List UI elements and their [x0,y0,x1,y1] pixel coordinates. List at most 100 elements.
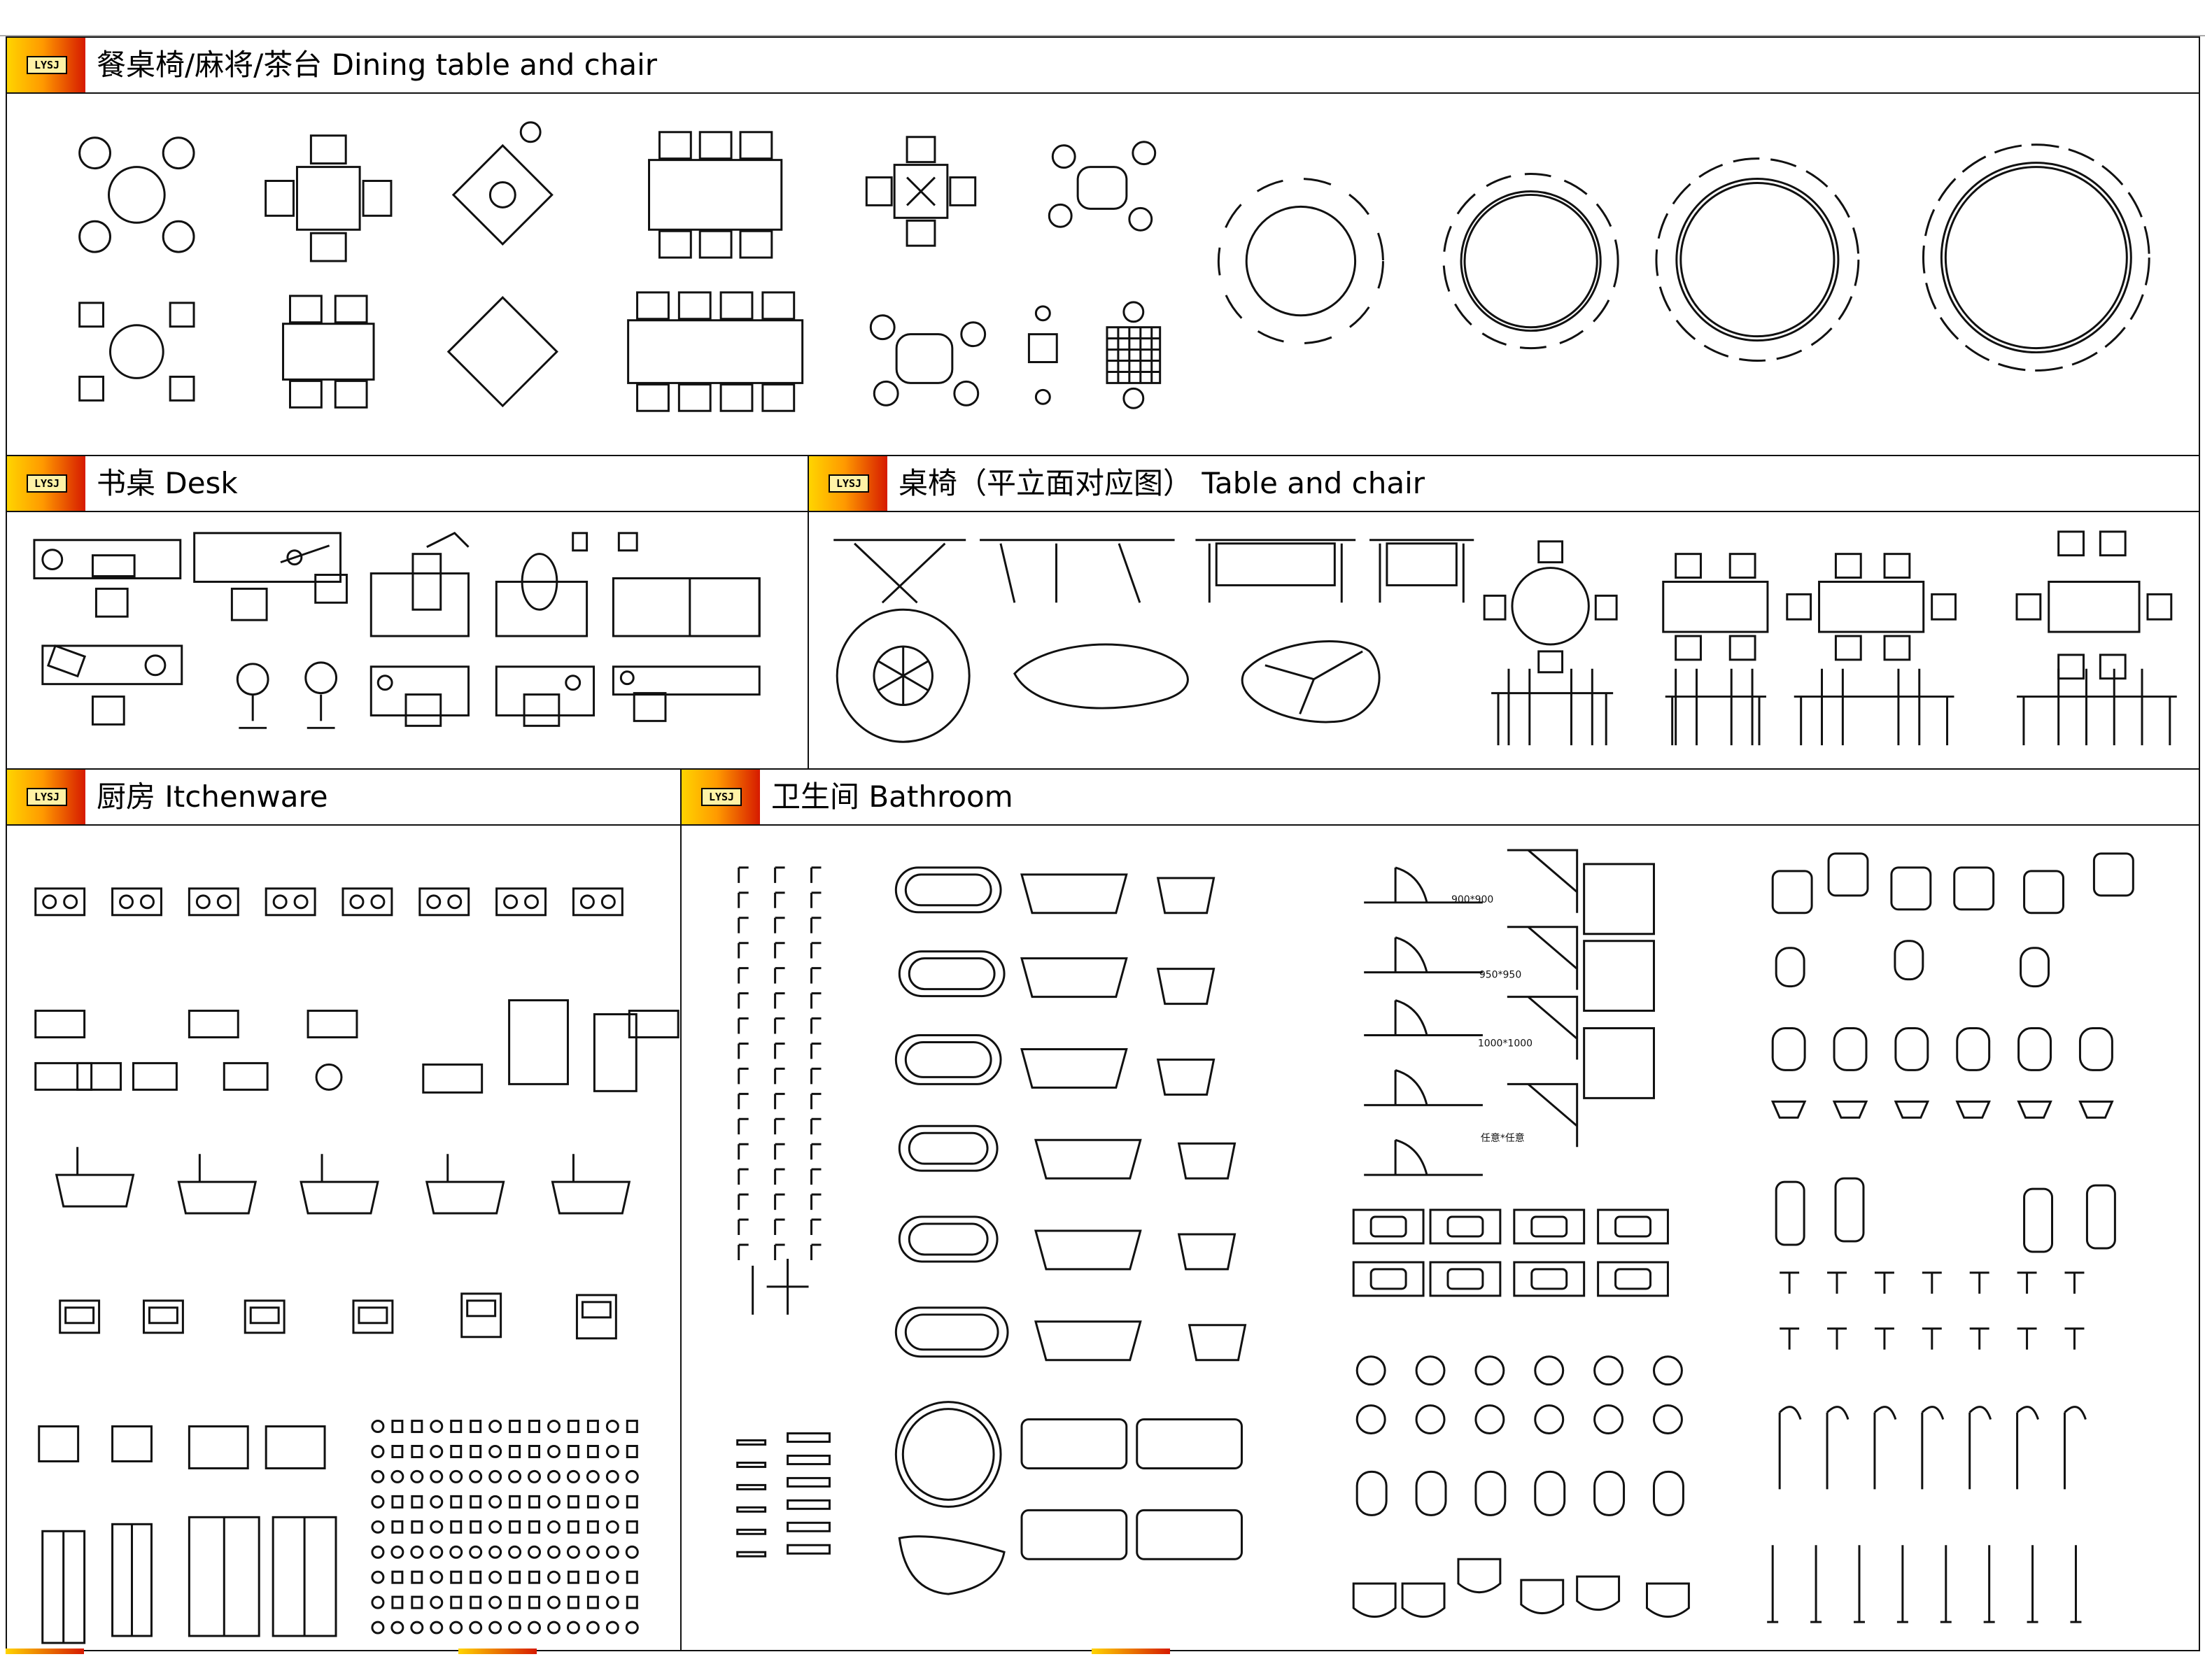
shower-set-icon [2027,1545,2038,1623]
bathtub-icon [898,950,1006,998]
table-elevation-icon [833,539,966,604]
faucet-icon [810,1017,822,1034]
footer-strip [458,1649,537,1654]
vanity-sink-icon [1429,1261,1502,1297]
section-header: LYSJ 书桌 Desk [7,456,808,512]
utensil-icon [411,1444,423,1458]
toilet-elevation-icon [1457,1558,1502,1593]
shower-enclosure-icon [1507,926,1579,990]
utensil-icon [430,1495,444,1509]
diamond-table-icon [446,295,558,408]
toilet-plan-icon [1593,1470,1626,1516]
utensil-icon [509,1495,521,1509]
rect-table-chairs-icon [1662,553,1769,661]
vanity-sink-icon [1597,1208,1669,1245]
towel-rack-icon [787,1499,831,1510]
utensil-icon [450,1520,463,1534]
shower-column-icon [2016,1406,2039,1490]
utensil-icon [430,1520,444,1534]
table-elevation-icon [1369,539,1474,603]
utensil-icon [488,1520,502,1534]
toilet-icon [1890,866,1932,911]
utensil-icon [605,1621,619,1635]
table-elevation-icon [980,539,1175,603]
sink-icon [315,1063,343,1091]
utensil-icon [470,1420,482,1434]
towel-rack-icon [787,1454,831,1465]
top-divider [0,35,2205,36]
wash-basin-icon [1355,1404,1386,1435]
utensil-icon [547,1420,561,1434]
badge-text: LYSJ [701,788,742,806]
toilet-elevation-icon [1646,1582,1690,1618]
faucet-icon [738,942,749,959]
utensil-icon [567,1520,579,1534]
bathtub-elevation-icon [1020,873,1128,915]
bidet-icon [1894,940,1924,981]
desk-elevation-icon [495,532,589,637]
faucet-icon [810,1092,822,1110]
urinal-icon [1834,1177,1865,1243]
bathtub-elevation-icon [1034,1229,1142,1271]
utensil-icon [625,1621,639,1635]
utensil-icon [371,1469,385,1483]
utensil-icon [626,1570,638,1584]
stove-icon [572,887,624,917]
towel-bar-icon [736,1439,767,1446]
faucet-icon [810,992,822,1009]
utensil-icon [411,1570,423,1584]
faucet-icon [738,891,749,908]
vanity-sink-icon [1429,1208,1502,1245]
section-header: LYSJ 厨房 Itchenware [7,770,680,826]
chairs-elevation-icon [1665,668,1766,746]
utensil-icon [488,1444,502,1458]
corner-tub-icon [898,1535,1006,1595]
toilet-icon [2092,852,2134,897]
shower-enclosure-icon [1507,996,1579,1060]
valve-icon [1922,1327,1942,1350]
faucet-icon [774,1017,785,1034]
footer-strip [6,1649,84,1654]
faucet-icon [810,942,822,959]
utensil-icon [371,1495,385,1509]
appliance-icon [265,1425,326,1469]
appliance-icon [38,1425,80,1462]
faucet-icon [738,1092,749,1110]
chairs-elevation-icon [2016,668,2177,746]
oven-icon [244,1299,286,1334]
oven-icon [575,1294,617,1340]
toilet-icon [1953,866,1995,911]
faucet-icon [774,1117,785,1135]
utensil-icon [411,1495,423,1509]
utensil-icon [488,1495,502,1509]
utensil-icon [567,1420,579,1434]
utensil-icon [547,1621,561,1635]
utensil-icon [410,1621,424,1635]
squat-toilet-icon [1833,1027,1868,1071]
stove-icon [188,1010,239,1038]
chairs-elevation-icon [1491,668,1614,746]
valve-icon [1922,1271,1942,1294]
appliance-icon [188,1425,249,1469]
stove-icon [628,1010,679,1038]
faucet-icon [738,1193,749,1210]
desk-drawings [7,512,808,768]
range-hood-icon [177,1154,258,1215]
sink-icon [223,1061,269,1091]
oven-icon [142,1299,184,1334]
shower-set-icon [1853,1545,1865,1623]
desk-elevation-icon [612,532,761,637]
valve-icon [1827,1327,1847,1350]
utensil-icon [586,1495,599,1509]
utensil-icon [371,1595,385,1609]
basin-tub-icon [1156,877,1216,915]
bathtub-icon [894,866,1002,914]
basin-tub-icon [1177,1233,1237,1271]
shower-set-icon [1810,1545,1822,1623]
desk-plan-icon [41,644,183,726]
stove-icon [34,1010,86,1038]
desk-plan-icon [495,665,596,727]
section-header: LYSJ 卫生间 Bathroom [682,770,2199,826]
utensil-icon [586,1570,599,1584]
utensil-icon [605,1595,619,1609]
